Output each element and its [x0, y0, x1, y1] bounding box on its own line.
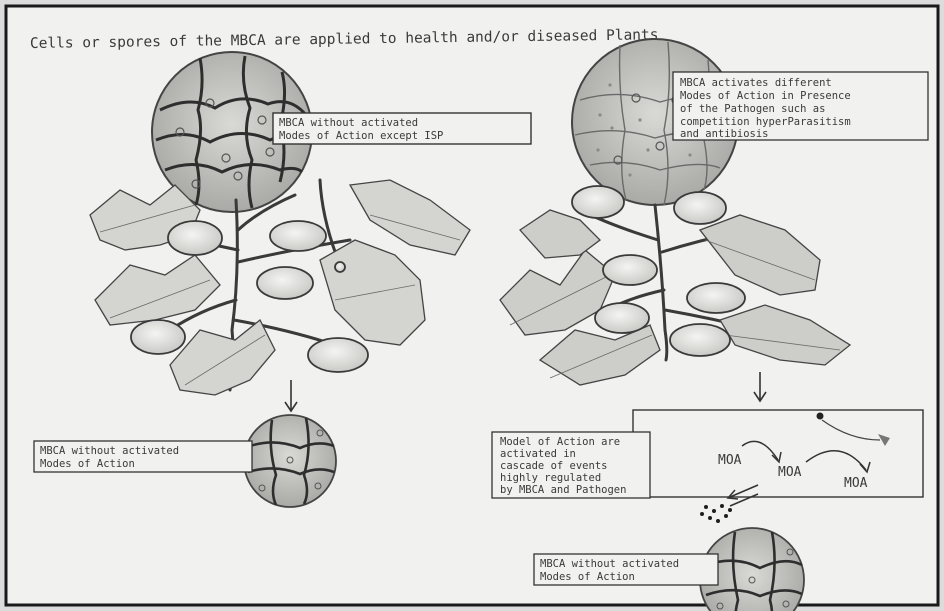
svg-text:Modes of Action: Modes of Action [540, 571, 635, 583]
svg-text:Model of Action are: Model of Action are [500, 436, 620, 448]
tomato [270, 221, 326, 251]
tomato [257, 267, 313, 299]
tomato [595, 303, 649, 333]
tomato [674, 192, 726, 224]
right-cell-label: MBCA activates different Modes of Action… [673, 72, 928, 140]
svg-text:highly regulated: highly regulated [500, 472, 601, 484]
svg-text:Modes of Action: Modes of Action [40, 458, 135, 470]
tomato [308, 338, 368, 372]
svg-text:MBCA activates different: MBCA activates different [680, 77, 832, 89]
tomato [670, 324, 730, 356]
tomato [603, 255, 657, 285]
svg-text:cascade of events: cascade of events [500, 460, 607, 472]
svg-text:Modes of Action in Presence: Modes of Action in Presence [680, 90, 851, 102]
tomato [572, 186, 624, 218]
moa-label-1: MOA [718, 453, 742, 468]
svg-text:MBCA without activated: MBCA without activated [279, 117, 418, 129]
svg-text:MBCA without activated: MBCA without activated [40, 445, 179, 457]
svg-text:Modes of Action except ISP: Modes of Action except ISP [279, 130, 443, 142]
tomato [168, 221, 222, 255]
svg-text:and antibiosis: and antibiosis [680, 128, 769, 140]
svg-text:by MBCA and Pathogen: by MBCA and Pathogen [500, 484, 626, 496]
svg-text:MBCA without activated: MBCA without activated [540, 558, 679, 570]
moa-label-3: MOA [844, 476, 868, 491]
svg-text:of the Pathogen such as: of the Pathogen such as [680, 103, 825, 115]
tomato [131, 320, 185, 354]
svg-text:activated in: activated in [500, 448, 576, 460]
moa-label-2: MOA [778, 465, 802, 480]
tomato [687, 283, 745, 313]
left-cell-label: MBCA without activated Modes of Action e… [273, 113, 531, 144]
svg-text:competition hyperParasitism: competition hyperParasitism [680, 116, 851, 128]
